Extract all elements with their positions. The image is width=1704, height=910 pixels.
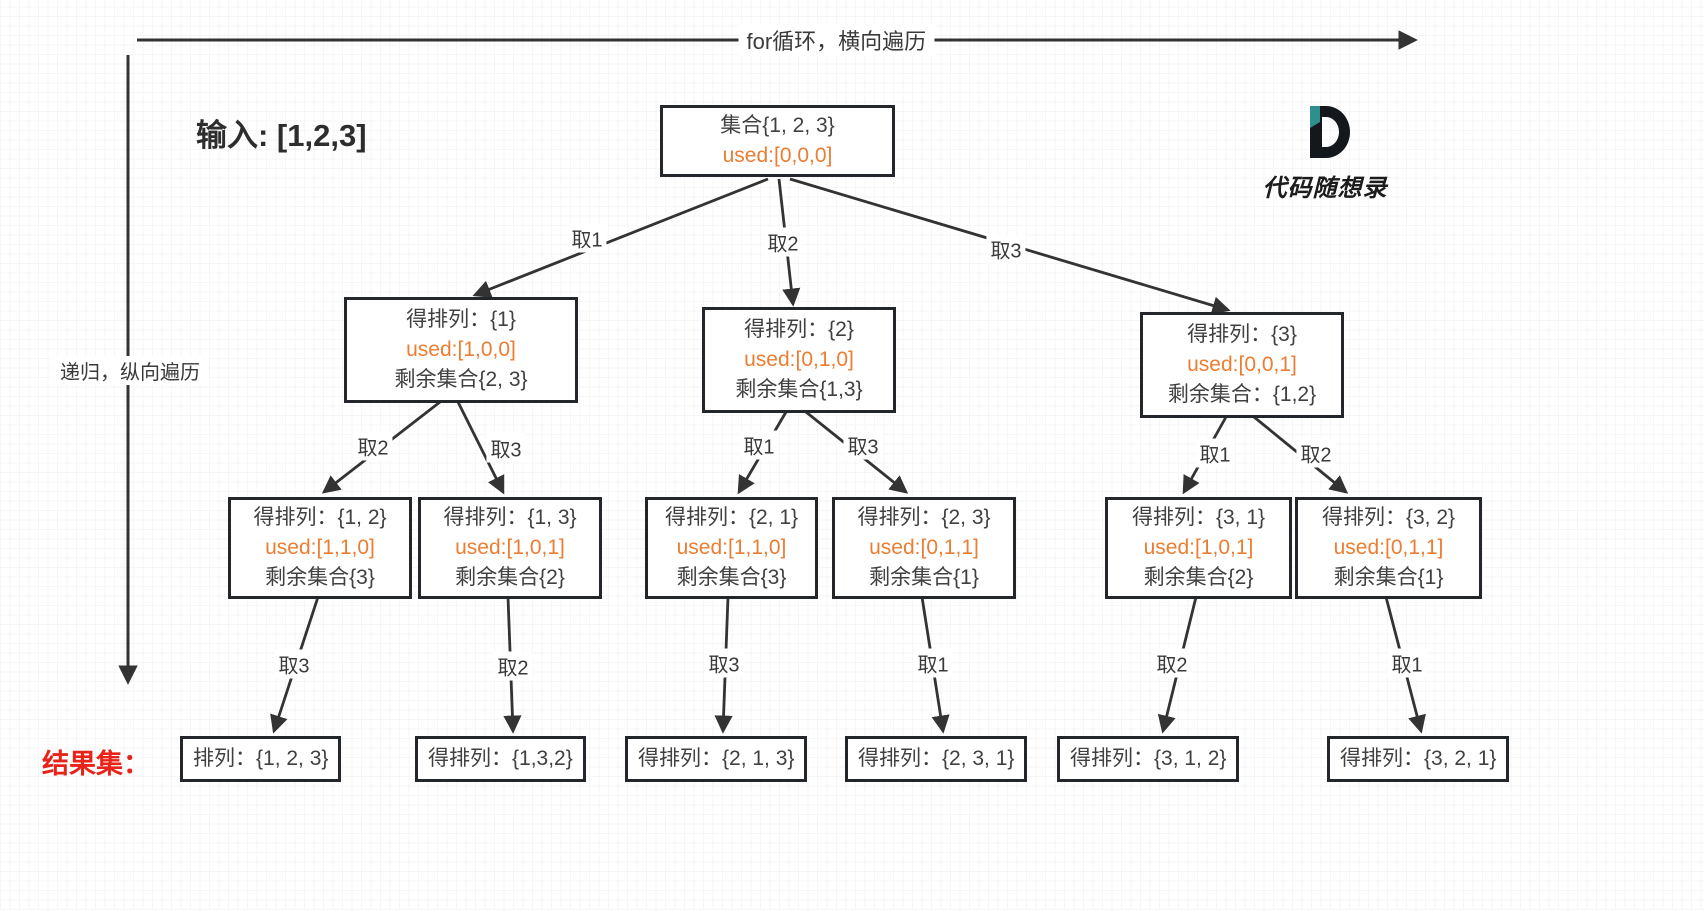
edge-label-take: 取2	[493, 651, 533, 681]
node-remain-line: 剩余集合{1,3}	[735, 377, 863, 401]
logo-text: 代码随想录	[1262, 176, 1388, 202]
edge-label-take: 取2	[1152, 648, 1192, 678]
edge-label-take: 取2	[763, 227, 803, 257]
edge-label-take: 取3	[986, 234, 1026, 264]
result-text: 得排列：{3, 1, 2}	[1070, 747, 1227, 771]
node-remain-line: 剩余集合{2, 3}	[394, 367, 528, 391]
edge-label-take: 取3	[704, 648, 744, 678]
input-label: 输入: [1,2,3]	[196, 118, 367, 153]
level3-node-5: 得排列：{3, 1} used:[1,0,1] 剩余集合{2}	[1105, 497, 1292, 599]
node-remain-line: 剩余集合{1}	[1333, 565, 1444, 589]
level3-node-2: 得排列：{1, 3} used:[1,0,1] 剩余集合{2}	[418, 497, 602, 599]
edge-label-take: 取3	[843, 430, 883, 460]
result-text: 得排列：{2, 1, 3}	[638, 747, 795, 771]
node-used-line: used:[0,0,1]	[1187, 353, 1297, 377]
result-node-1: 排列：{1, 2, 3}	[180, 736, 342, 782]
result-set-label: 结果集：	[42, 749, 150, 779]
node-perm-line: 得排列：{3, 1}	[1131, 506, 1266, 530]
node-set-line: 集合{1, 2, 3}	[720, 114, 835, 138]
node-perm-line: 得排列：{1, 3}	[443, 506, 577, 530]
result-text: 得排列：{1,3,2}	[428, 747, 573, 771]
node-remain-line: 剩余集合{1}	[869, 565, 979, 589]
node-perm-line: 得排列：{2}	[744, 318, 854, 342]
level3-node-1: 得排列：{1, 2} used:[1,1,0] 剩余集合{3}	[228, 497, 412, 599]
result-node-5: 得排列：{3, 1, 2}	[1057, 736, 1240, 782]
node-perm-line: 得排列：{1}	[406, 308, 516, 332]
node-used-line: used:[1,1,0]	[676, 536, 787, 560]
level3-node-6: 得排列：{3, 2} used:[0,1,1] 剩余集合{1}	[1295, 497, 1482, 599]
node-perm-line: 得排列：{3}	[1187, 323, 1297, 347]
node-used-line: used:[1,0,1]	[455, 536, 565, 560]
edge-label-take: 取1	[913, 648, 953, 678]
level3-node-4: 得排列：{2, 3} used:[0,1,1] 剩余集合{1}	[832, 497, 1016, 599]
node-used-line: used:[1,0,1]	[1143, 536, 1254, 560]
result-text: 得排列：{3, 2, 1}	[1340, 747, 1497, 771]
node-perm-line: 得排列：{1, 2}	[253, 506, 387, 530]
node-remain-line: 剩余集合{2}	[455, 565, 565, 589]
node-remain-line: 剩余集合{3}	[265, 565, 375, 589]
logo-d-icon	[1310, 106, 1350, 158]
result-text: 排列：{1, 2, 3}	[193, 747, 329, 771]
node-used-line: used:[0,1,0]	[744, 348, 854, 372]
node-remain-line: 剩余集合：{1,2}	[1167, 382, 1317, 406]
logo: 代码随想录	[1240, 103, 1410, 203]
level2-node-1: 得排列：{1} used:[1,0,0] 剩余集合{2, 3}	[344, 297, 578, 403]
node-used-line: used:[1,0,0]	[406, 338, 516, 362]
edge-label-take: 取1	[567, 223, 607, 253]
node-perm-line: 得排列：{3, 2}	[1321, 506, 1456, 530]
node-used-line: used:[1,1,0]	[265, 536, 375, 560]
root-node: 集合{1, 2, 3} used:[0,0,0]	[660, 105, 895, 177]
result-node-2: 得排列：{1,3,2}	[415, 736, 586, 782]
recursion-axis-label: 递归，纵向遍历	[52, 356, 208, 385]
edge-label-take: 取3	[274, 649, 314, 679]
node-used-line: used:[0,1,1]	[869, 536, 979, 560]
node-remain-line: 剩余集合{3}	[676, 565, 787, 589]
node-remain-line: 剩余集合{2}	[1143, 565, 1254, 589]
result-node-6: 得排列：{3, 2, 1}	[1327, 736, 1510, 782]
edge-label-take: 取2	[353, 431, 393, 461]
result-node-3: 得排列：{2, 1, 3}	[625, 736, 808, 782]
node-perm-line: 得排列：{2, 3}	[857, 506, 991, 530]
level2-node-2: 得排列：{2} used:[0,1,0] 剩余集合{1,3}	[702, 307, 896, 413]
node-used-line: used:[0,1,1]	[1333, 536, 1444, 560]
edge-label-take: 取2	[1296, 438, 1336, 468]
edge-label-take: 取1	[1195, 438, 1235, 468]
node-perm-line: 得排列：{2, 1}	[664, 506, 799, 530]
result-node-4: 得排列：{2, 3, 1}	[845, 736, 1028, 782]
level2-node-3: 得排列：{3} used:[0,0,1] 剩余集合：{1,2}	[1140, 312, 1344, 418]
edge-label-take: 取3	[486, 433, 526, 463]
level3-node-3: 得排列：{2, 1} used:[1,1,0] 剩余集合{3}	[645, 497, 818, 599]
for-loop-axis-label: for循环，横向遍历	[738, 24, 935, 56]
edge-label-take: 取1	[739, 430, 779, 460]
result-text: 得排列：{2, 3, 1}	[858, 747, 1015, 771]
edge-label-take: 取1	[1387, 648, 1427, 678]
node-used-line: used:[0,0,0]	[722, 144, 833, 167]
